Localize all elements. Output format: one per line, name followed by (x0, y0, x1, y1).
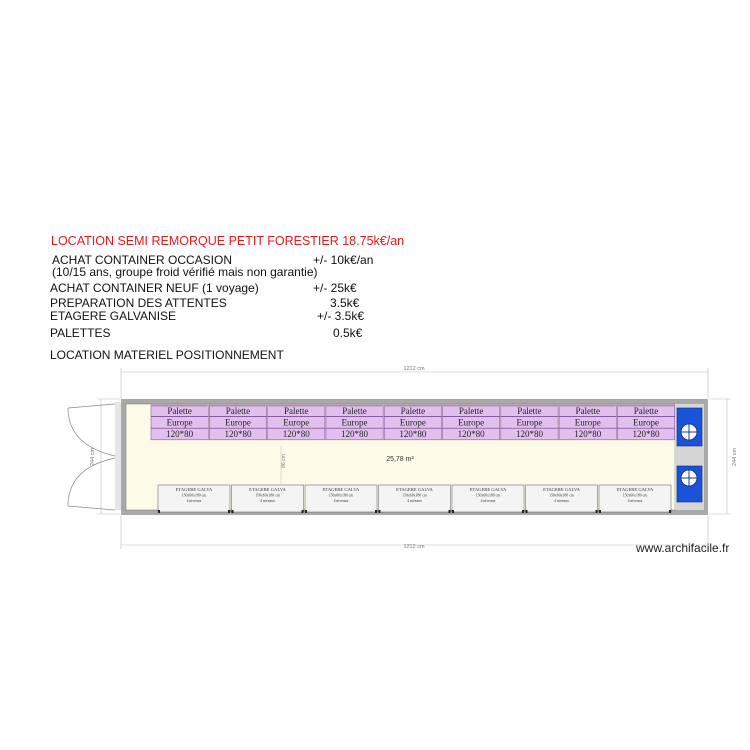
cold-unit-bottom (676, 465, 703, 503)
inner-dimension-label: 86 cm (281, 454, 287, 468)
dimension-top-label: 1212 cm (403, 366, 425, 372)
pallet-label: Europe (167, 418, 193, 428)
pallet-label: Europe (516, 418, 542, 428)
shelf-label: ETAGERE GALVA (249, 487, 286, 492)
shelf-label: ETAGERE GALVA (470, 487, 507, 492)
pallet-label: Palette (284, 406, 309, 416)
pallet-row: PaletteEurope120*80PaletteEurope120*80Pa… (150, 404, 676, 441)
shelf-label: 4 niveaux (481, 499, 496, 503)
pallet-label: Europe (400, 418, 426, 428)
note-price-shelving: +/- 3.5k€ (317, 309, 365, 323)
shelf-label: 150x60x180 cm (402, 494, 427, 498)
pallet-label: Europe (225, 418, 251, 428)
shelf: ETAGERE GALVA 150x60x180 cm4 niveaux (598, 484, 672, 513)
note-price-preparation: 3.5k€ (330, 296, 360, 310)
note-price-new-container: +/- 25k€ (313, 281, 357, 295)
pallet-label: Europe (575, 418, 601, 428)
note-label-new-container: ACHAT CONTAINER NEUF (1 voyage) (50, 281, 259, 295)
note-price-pallets: 0.5k€ (333, 326, 363, 340)
shelf-label: 150x60x180 cm (476, 494, 501, 498)
shelf-label: ETAGERE GALVA (176, 487, 213, 492)
note-label-pallets: PALETTES (50, 326, 111, 340)
note-label-used-container: ACHAT CONTAINER OCCASION (52, 253, 233, 267)
shelf-label: 150x60x180 cm (549, 494, 574, 498)
area-label: 25,78 m² (386, 456, 414, 463)
pallet-label: Europe (342, 418, 368, 428)
note-price-used-container: +/- 10k€/an (313, 253, 374, 267)
shelf-label: 150x60x180 cm (329, 494, 354, 498)
pallet-label: 120*80 (574, 429, 602, 439)
shelf-label: 4 niveaux (407, 499, 422, 503)
note-footer: LOCATION MATERIEL POSITIONNEMENT (50, 348, 284, 362)
shelf: ETAGERE GALVA 150x60x180 cm4 niveaux (378, 484, 451, 513)
pallet-label: 120*80 (399, 429, 427, 439)
pallet-label: 120*80 (224, 429, 252, 439)
cold-unit-top (676, 407, 703, 447)
shelf-label: ETAGERE GALVA (543, 487, 580, 492)
note-label-shelving: ETAGERE GALVANISE (50, 309, 177, 323)
shelf: ETAGERE GALVA 150x60x180 cm4 niveaux (231, 484, 304, 513)
pallet-label: Palette (226, 406, 251, 416)
pallet-label: 120*80 (341, 429, 369, 439)
pallet-label: Palette (342, 406, 367, 416)
pallet-label: Palette (634, 406, 659, 416)
shelf-label: 4 niveaux (334, 499, 349, 503)
dimension-left-label: 244 cm (90, 448, 96, 466)
shelf-label: 4 niveaux (260, 499, 275, 503)
shelf-label: ETAGERE GALVA (323, 487, 360, 492)
dimension-lines (97, 368, 731, 549)
pallet-label: Europe (283, 418, 309, 428)
pallet-label: 120*80 (516, 429, 544, 439)
dimension-right-label: 244 cm (732, 448, 738, 466)
double-door (67, 402, 121, 511)
pallet-label: Palette (459, 406, 484, 416)
shelf-label: 150x60x180 cm (182, 494, 207, 498)
plan-title: LOCATION SEMI REMORQUE PETIT FORESTIER 1… (51, 234, 405, 248)
pallet-label: Europe (458, 418, 484, 428)
shelf-label: 150x60x180 cm (255, 494, 280, 498)
pallet-label: Palette (401, 406, 426, 416)
shelf-label: 4 niveaux (628, 499, 643, 503)
pallet-label: 120*80 (166, 429, 194, 439)
pallet-label: Palette (167, 406, 192, 416)
shelf: ETAGERE GALVA 150x60x180 cm4 niveaux (451, 484, 525, 513)
shelf-label: 4 niveaux (554, 499, 569, 503)
shelf-label: 150x60x180 cm (623, 494, 648, 498)
note-label-preparation: PREPARATION DES ATTENTES (50, 296, 227, 310)
pallet-label: 120*80 (458, 429, 486, 439)
shelf-label: 4 niveaux (187, 499, 202, 503)
shelf: ETAGERE GALVA 150x60x180 cm4 niveaux (304, 484, 378, 513)
shelf: ETAGERE GALVA 150x60x180 cm4 niveaux (157, 484, 231, 513)
shelf: ETAGERE GALVA 150x60x180 cm4 niveaux (525, 484, 598, 513)
note-label-used-container-detail: (10/15 ans, groupe froid vérifié mais no… (52, 265, 318, 279)
dimension-bottom-label: 1212 cm (403, 544, 425, 550)
shelf-label: ETAGERE GALVA (617, 487, 654, 492)
watermark: www.archifacile.fr (636, 541, 730, 555)
pallet-label: 120*80 (633, 429, 661, 439)
shelf-label: ETAGERE GALVA (396, 487, 433, 492)
pallet-label: Palette (517, 406, 542, 416)
pallet-label: Palette (576, 406, 601, 416)
pallet-label: Europe (633, 418, 659, 428)
pallet-label: 120*80 (283, 429, 311, 439)
